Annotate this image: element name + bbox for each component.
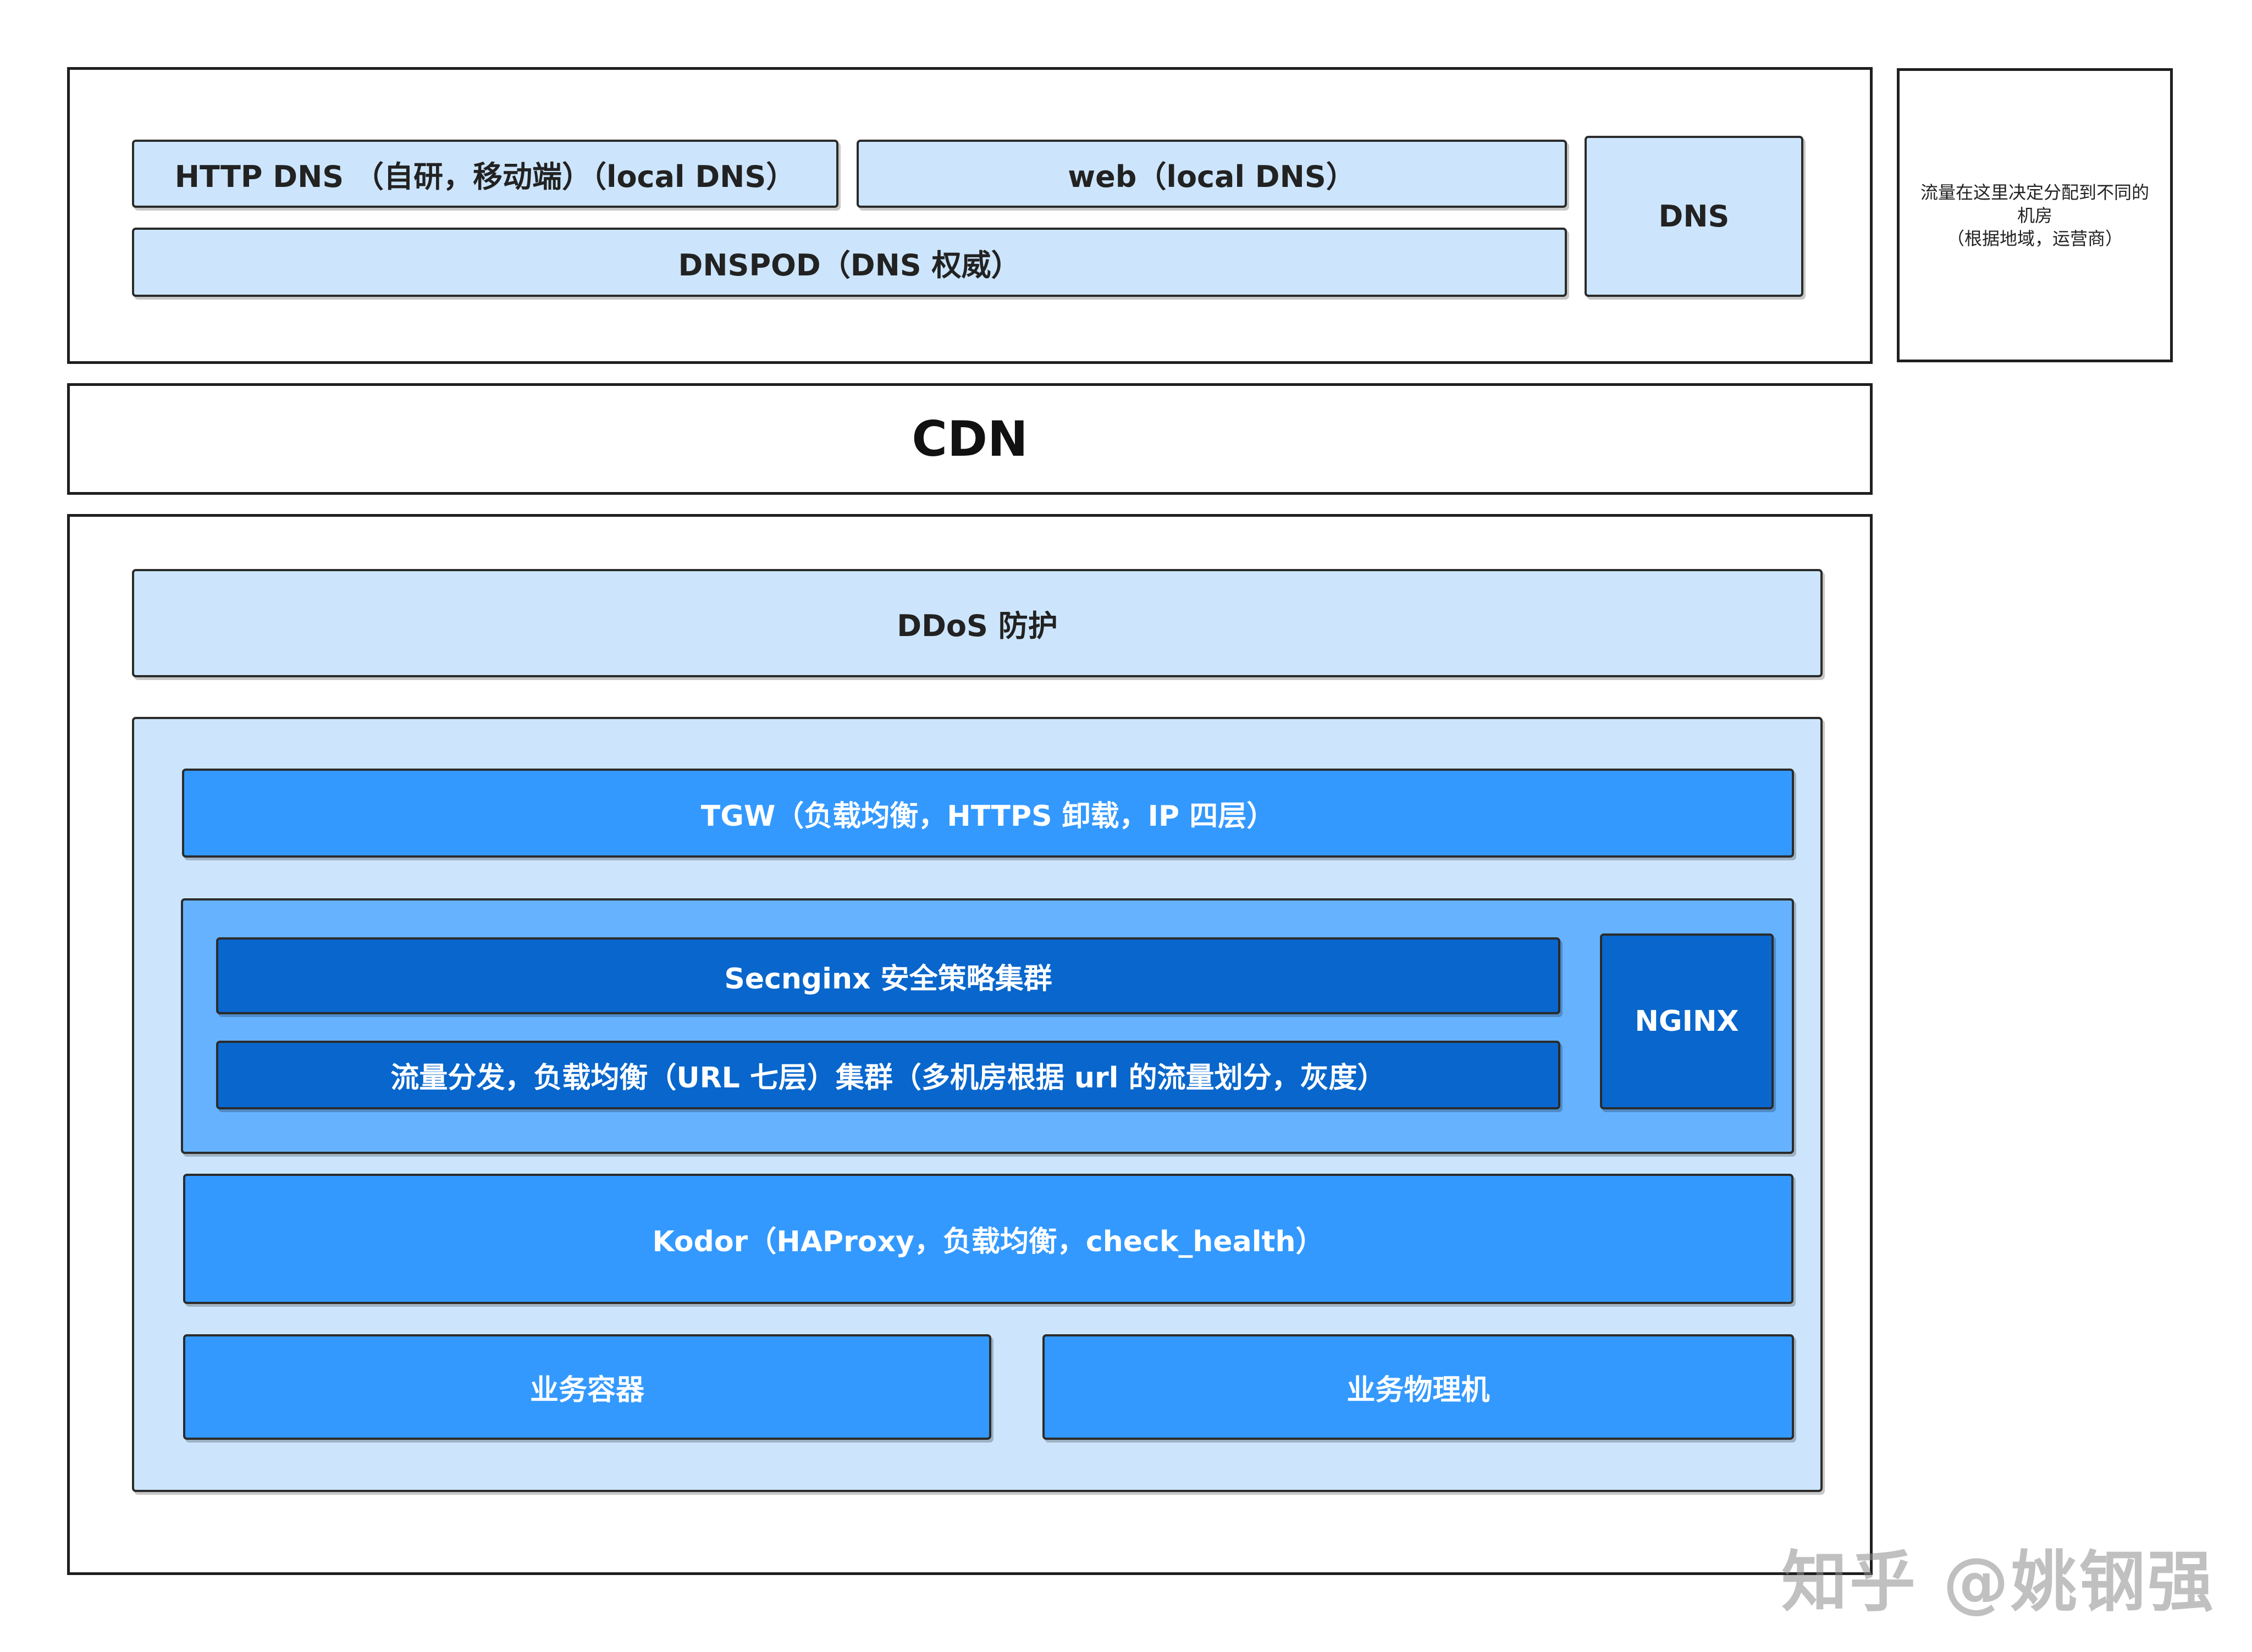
- dns-layer-frame: [67, 67, 1873, 364]
- secnginx-box: Secnginx 安全策略集群: [216, 937, 1560, 1014]
- routing-note-line3: （根据地域，运营商）: [1946, 228, 2123, 249]
- web-local-dns-box: web（local DNS）: [857, 140, 1567, 208]
- routing-note-line1: 流量在这里决定分配到不同的: [1920, 181, 2149, 203]
- ddos-protection-box: DDoS 防护: [132, 569, 1823, 677]
- nginx-box: NGINX: [1600, 933, 1774, 1109]
- dns-box: DNS: [1585, 136, 1803, 297]
- kodor-box: Kodor（HAProxy，负载均衡，check_health）: [183, 1174, 1793, 1304]
- cdn-layer: CDN: [67, 383, 1873, 495]
- business-physical-machine-box: 业务物理机: [1042, 1334, 1794, 1440]
- routing-note-line2: 机房: [2017, 205, 2052, 226]
- dnspod-box: DNSPOD（DNS 权威）: [132, 228, 1567, 297]
- tgw-box: TGW（负载均衡，HTTPS 卸载，IP 四层）: [182, 769, 1794, 858]
- traffic-distribution-box: 流量分发，负载均衡（URL 七层）集群（多机房根据 url 的流量划分，灰度）: [216, 1041, 1560, 1109]
- routing-note: 流量在这里决定分配到不同的 机房 （根据地域，运营商）: [1897, 68, 2173, 362]
- nginx-group: [181, 898, 1794, 1154]
- http-dns-box: HTTP DNS （自研，移动端）（local DNS）: [132, 140, 838, 208]
- business-container-box: 业务容器: [183, 1334, 991, 1440]
- watermark: 知乎 @姚钢强: [1781, 1544, 2216, 1621]
